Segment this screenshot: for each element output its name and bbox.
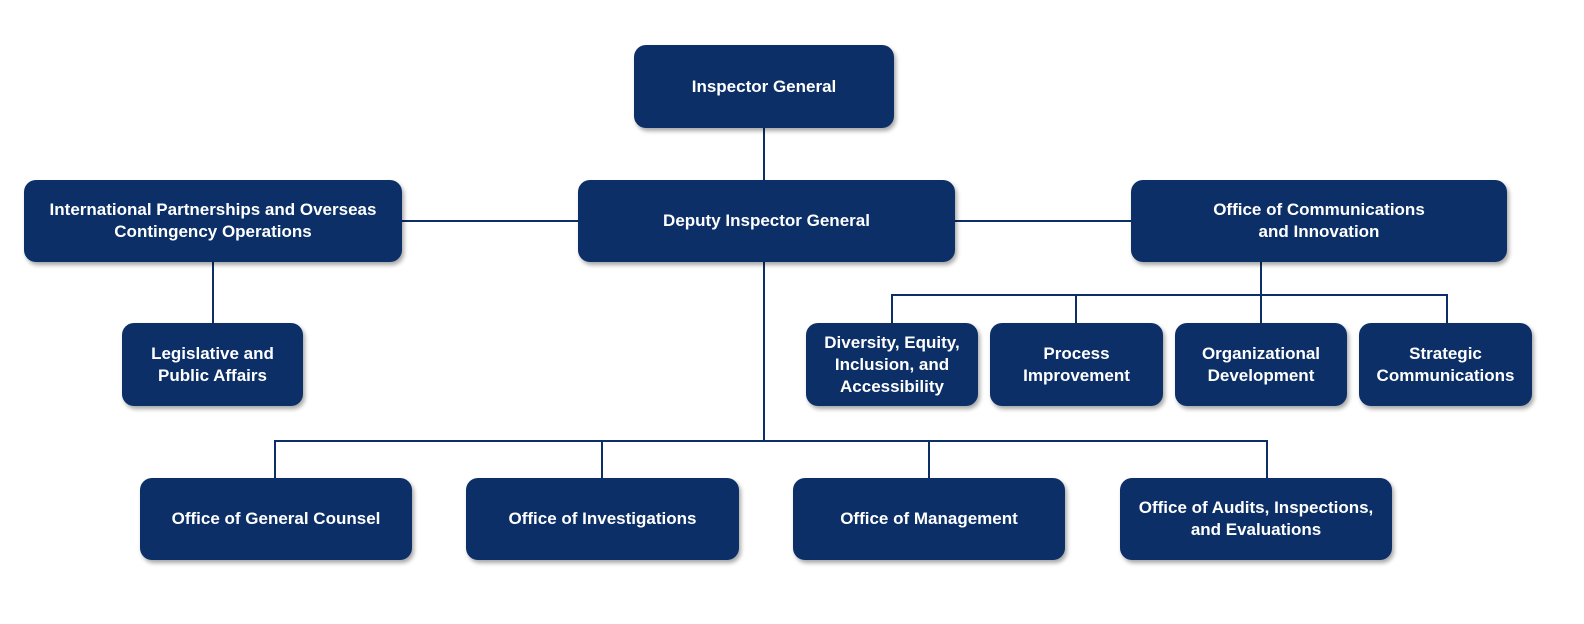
investigations-box: Office of Investigations — [466, 478, 739, 560]
diversity-equity-box: Diversity, Equity, Inclusion, and Access… — [806, 323, 978, 406]
connector-to-organizational-development — [1260, 294, 1262, 324]
connector-ig-to-deputy — [763, 128, 765, 181]
connector-communications-bus — [891, 294, 1448, 296]
connector-deputy-down — [763, 262, 765, 442]
inspector-general-box: Inspector General — [634, 45, 894, 128]
connector-to-process-improvement — [1075, 294, 1077, 324]
connector-to-investigations — [601, 440, 603, 479]
strategic-communications-label: Strategic Communications — [1376, 343, 1515, 385]
legislative-public-affairs-label: Legislative and Public Affairs — [151, 343, 274, 385]
management-label: Office of Management — [840, 509, 1018, 528]
legislative-public-affairs-box: Legislative and Public Affairs — [122, 323, 303, 406]
audits-inspections-label: Office of Audits, Inspections, and Evalu… — [1138, 498, 1374, 539]
organizational-development-box: Organizational Development — [1175, 323, 1347, 406]
management-box: Office of Management — [793, 478, 1065, 560]
international-partnerships-label: International Partnerships and Overseas … — [49, 200, 377, 241]
process-improvement-label: Process Improvement — [1023, 343, 1130, 385]
connector-to-audits — [1266, 440, 1268, 479]
connector-international-to-legislative — [212, 262, 214, 324]
general-counsel-label: Office of General Counsel — [171, 509, 381, 528]
general-counsel-box: Office of General Counsel — [140, 478, 412, 560]
connector-communications-down — [1260, 262, 1262, 295]
connector-offices-bus — [274, 440, 1268, 442]
connector-to-general-counsel — [274, 440, 276, 479]
connector-deputy-to-communications — [954, 220, 1132, 222]
process-improvement-box: Process Improvement — [990, 323, 1163, 406]
deputy-inspector-general-label: Deputy Inspector General — [663, 211, 870, 230]
connector-to-diversity — [891, 294, 893, 324]
diversity-equity-label: Diversity, Equity, Inclusion, and Access… — [824, 332, 960, 396]
connector-to-strategic-communications — [1446, 294, 1448, 324]
inspector-general-label: Inspector General — [691, 76, 837, 96]
audits-inspections-box: Office of Audits, Inspections, and Evalu… — [1120, 478, 1392, 560]
connector-to-management — [928, 440, 930, 479]
connector-deputy-to-international — [401, 220, 579, 222]
communications-innovation-label: Office of Communications and Innovation — [1213, 200, 1425, 241]
communications-innovation-box: Office of Communications and Innovation — [1131, 180, 1507, 262]
organizational-development-label: Organizational Development — [1201, 343, 1321, 385]
international-partnerships-box: International Partnerships and Overseas … — [24, 180, 402, 262]
investigations-label: Office of Investigations — [508, 509, 697, 528]
deputy-inspector-general-box: Deputy Inspector General — [578, 180, 955, 262]
strategic-communications-box: Strategic Communications — [1359, 323, 1532, 406]
